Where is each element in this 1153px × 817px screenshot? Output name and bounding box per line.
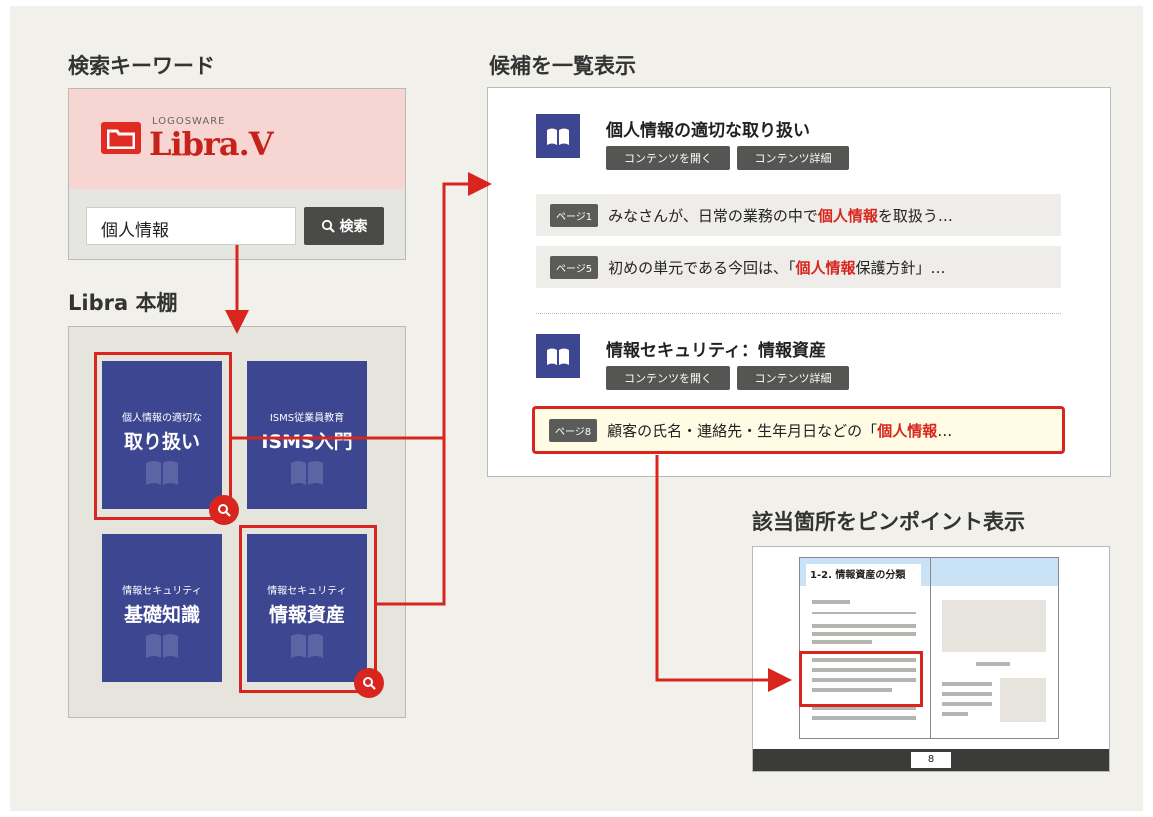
pinpoint-section-title: 該当箇所をピンポイント表示 xyxy=(752,510,1025,534)
text-line xyxy=(812,632,916,636)
zoom-icon[interactable] xyxy=(354,668,384,698)
result-separator xyxy=(536,313,1061,314)
content-detail-button[interactable]: コンテンツ詳細 xyxy=(737,146,849,170)
page-hit-row[interactable]: ページ5 初めの単元である今回は、「個人情報保護方針」… xyxy=(536,246,1061,288)
page-hit-row-highlighted[interactable]: ページ8 顧客の氏名・連絡先・生年月日などの「個人情報… xyxy=(532,406,1065,454)
document-page: 1-2. 情報資産の分類 xyxy=(799,557,1059,739)
text-line xyxy=(812,706,916,710)
book-subtitle: 情報セキュリティ xyxy=(122,586,202,597)
page-divider xyxy=(930,558,931,738)
search-input[interactable]: 個人情報 xyxy=(86,207,296,245)
text-line xyxy=(942,702,992,706)
text-line xyxy=(812,678,916,682)
book-icon xyxy=(146,634,178,658)
text-line xyxy=(812,716,916,720)
page-hit-row[interactable]: ページ1 みなさんが、日常の業務の中で個人情報を取扱う… xyxy=(536,194,1061,236)
text-line xyxy=(812,688,892,692)
book-icon xyxy=(146,461,178,485)
text-line xyxy=(812,658,916,662)
text-line xyxy=(812,600,850,604)
search-icon xyxy=(321,219,335,233)
book-icon xyxy=(291,634,323,658)
page-number: 8 xyxy=(911,752,951,768)
page-badge: ページ8 xyxy=(549,418,598,442)
open-content-button[interactable]: コンテンツを開く xyxy=(606,146,730,170)
candidates-panel: 個人情報の適切な取り扱い コンテンツを開く コンテンツ詳細 ページ1 みなさんが… xyxy=(487,87,1111,477)
book-icon xyxy=(291,461,323,485)
text-line xyxy=(812,640,872,644)
page-snippet: 顧客の氏名・連絡先・生年月日などの「個人情報… xyxy=(607,421,953,440)
book-subtitle: ISMS従業員教育 xyxy=(269,413,345,424)
book-subtitle: 情報セキュリティ xyxy=(267,586,347,597)
search-section-title: 検索キーワード xyxy=(68,54,215,78)
book-highlight-frame xyxy=(94,352,232,520)
text-line xyxy=(812,668,916,672)
book-icon xyxy=(536,114,580,158)
text-line xyxy=(942,692,992,696)
book-cover[interactable]: 情報セキュリティ 基礎知識 xyxy=(102,534,222,682)
search-panel: LOGOSWARE Libra.V 個人情報 検索 xyxy=(68,88,406,260)
candidates-section-title: 候補を一覧表示 xyxy=(489,54,636,78)
text-line xyxy=(942,682,992,686)
book-icon xyxy=(536,334,580,378)
book-cover[interactable]: ISMS従業員教育 ISMS入門 xyxy=(247,361,367,509)
document-heading: 1-2. 情報資産の分類 xyxy=(806,564,921,588)
pinpoint-highlight-frame xyxy=(799,651,923,707)
content-detail-button[interactable]: コンテンツ詳細 xyxy=(737,366,849,390)
result-title[interactable]: 情報セキュリティ：情報資産 xyxy=(606,341,826,361)
book-title: 情報資産 xyxy=(268,604,345,626)
logo-area: LOGOSWARE Libra.V xyxy=(69,89,405,189)
shelf-section-title: Libra 本棚 xyxy=(68,291,178,315)
image-placeholder xyxy=(942,600,1046,652)
book-subtitle: 個人情報の適切な xyxy=(122,413,202,424)
search-button-label: 検索 xyxy=(339,219,368,235)
book-cover[interactable]: 個人情報の適切な 取り扱い xyxy=(102,361,222,509)
text-line xyxy=(942,712,968,716)
diagram-canvas: 検索キーワード Libra 本棚 候補を一覧表示 該当箇所をピンポイント表示 L… xyxy=(10,6,1143,811)
result-title[interactable]: 個人情報の適切な取り扱い xyxy=(606,121,810,141)
book-title: 基礎知識 xyxy=(123,604,200,626)
book-title: ISMS入門 xyxy=(261,431,353,453)
text-line xyxy=(812,624,916,628)
text-line xyxy=(812,612,916,614)
pinpoint-preview: 1-2. 情報資産の分類 8 xyxy=(752,546,1110,772)
logo-supertext: LOGOSWARE xyxy=(152,116,226,127)
image-placeholder xyxy=(1000,678,1046,722)
book-highlight-frame xyxy=(239,525,377,693)
folder-icon xyxy=(101,122,141,154)
keyword-hit: 個人情報 xyxy=(877,421,938,440)
page-badge: ページ5 xyxy=(550,255,599,279)
book-title: 取り扱い xyxy=(123,431,200,453)
search-button[interactable]: 検索 xyxy=(304,207,384,245)
bookshelf-panel: 個人情報の適切な 取り扱い ISMS従業員教育 ISMS入門 情報セキュリティ … xyxy=(68,326,406,718)
preview-footer-bar: 8 xyxy=(753,749,1109,771)
zoom-icon[interactable] xyxy=(209,495,239,525)
text-line xyxy=(976,662,1010,666)
page-snippet: みなさんが、日常の業務の中で個人情報を取扱う… xyxy=(608,206,953,225)
book-cover[interactable]: 情報セキュリティ 情報資産 xyxy=(247,534,367,682)
keyword-hit: 個人情報 xyxy=(795,258,856,277)
logo-text: Libra.V xyxy=(149,125,274,163)
open-content-button[interactable]: コンテンツを開く xyxy=(606,366,730,390)
page-badge: ページ1 xyxy=(550,203,599,227)
keyword-hit: 個人情報 xyxy=(817,206,878,225)
page-snippet: 初めの単元である今回は、「個人情報保護方針」… xyxy=(608,258,946,277)
